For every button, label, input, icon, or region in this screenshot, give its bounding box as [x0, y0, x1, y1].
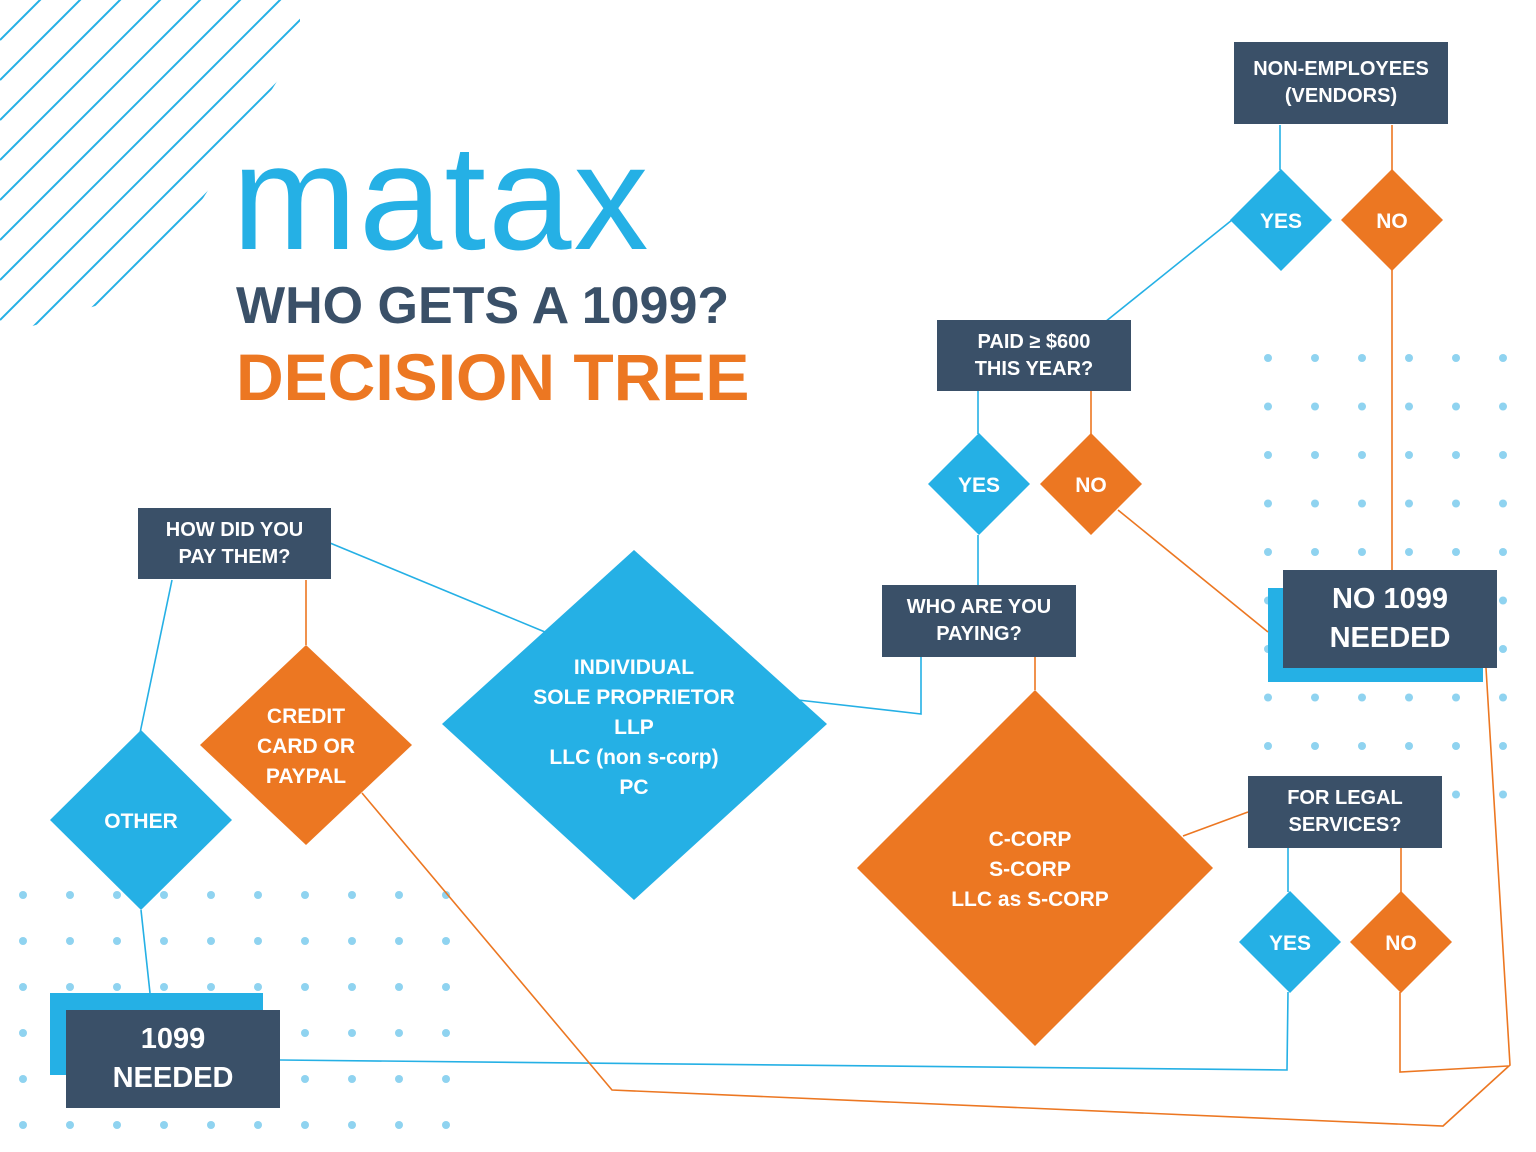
- diamond-no-vendor: [1341, 169, 1443, 271]
- diamond-yes-paid-label: YES: [958, 474, 1000, 497]
- diamond-yes-legal: [1239, 891, 1341, 993]
- box-non-employees: NON-EMPLOYEES (VENDORS): [1234, 42, 1448, 124]
- box-how-paid: HOW DID YOU PAY THEM?: [138, 508, 331, 579]
- title-who-gets-1099: WHO GETS A 1099?: [236, 277, 730, 335]
- diamond-no-legal-label: NO: [1385, 932, 1417, 955]
- diamond-other-label: OTHER: [104, 810, 178, 833]
- diamond-yes-paid: [928, 433, 1030, 535]
- diamond-credit-card: [200, 645, 412, 845]
- box-paid-600: PAID ≥ $600 THIS YEAR?: [937, 320, 1131, 391]
- diamond-other: [50, 730, 232, 910]
- matax-logo: matax: [232, 113, 651, 281]
- diamond-no-paid-label: NO: [1075, 474, 1107, 497]
- diamond-corp: [857, 690, 1213, 1046]
- diamond-yes-vendor: [1230, 169, 1332, 271]
- connector-lines: [139, 125, 1511, 1127]
- diamond-individual: [442, 550, 827, 900]
- box-legal-services: FOR LEGAL SERVICES?: [1248, 776, 1442, 848]
- box-1099-needed: 1099 NEEDED: [66, 1010, 280, 1108]
- dot-grid-left-decoration: [19, 891, 450, 1129]
- box-who-paying: WHO ARE YOU PAYING?: [882, 585, 1076, 657]
- diamond-yes-vendor-label: YES: [1260, 210, 1302, 233]
- title-decision-tree: DECISION TREE: [236, 340, 750, 414]
- diamond-no-legal: [1350, 891, 1452, 993]
- diamond-no-paid: [1040, 433, 1142, 535]
- diamond-yes-legal-label: YES: [1269, 932, 1311, 955]
- diamond-no-vendor-label: NO: [1376, 210, 1408, 233]
- box-no-1099-needed: NO 1099 NEEDED: [1283, 570, 1497, 668]
